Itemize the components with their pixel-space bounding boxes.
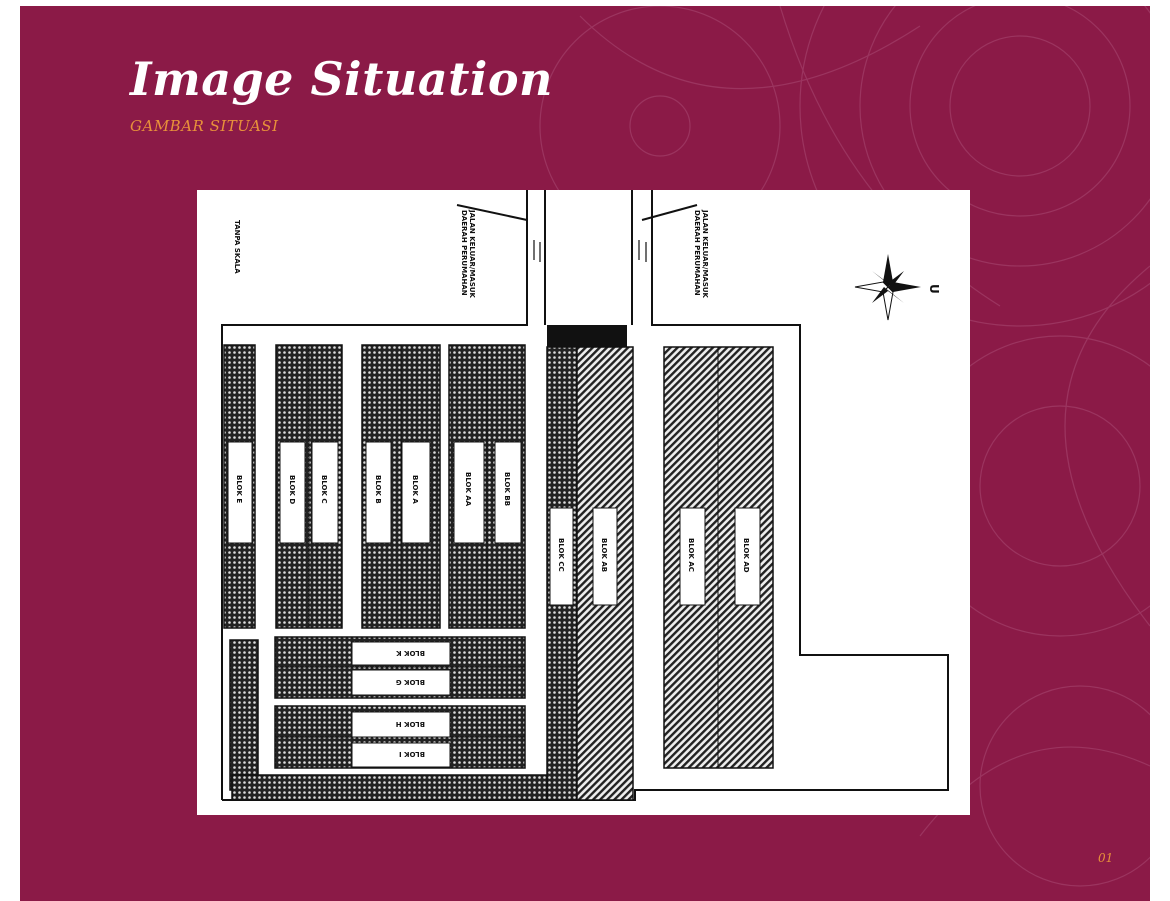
block-b-label: BLOK B: [374, 475, 382, 504]
block-d-label: BLOK D: [288, 475, 296, 504]
road-label-left-1: JALAN KELUAR/MASUK: [468, 209, 476, 299]
block-g-label: BLOK G: [396, 678, 425, 686]
road-label-right-1: JALAN KELUAR/MASUK: [701, 209, 709, 299]
block-c-label: BLOK C: [320, 475, 328, 504]
block-cc-label: BLOK CC: [557, 538, 565, 572]
compass-icon: [854, 254, 921, 321]
road-label-right-2: DAERAH PERUMAHAN: [693, 210, 701, 296]
page-title: Image Situation: [130, 52, 553, 106]
block-ab-label: BLOK AB: [600, 538, 608, 572]
site-plan-image: TANPA SKALA JALAN KELUAR/MASUK DAERAH PE…: [197, 190, 970, 815]
block-e-label: BLOK E: [235, 475, 243, 503]
block-h-label: BLOK H: [396, 720, 425, 728]
block-ac-label: BLOK AC: [687, 538, 695, 572]
block-a-label: BLOK A: [411, 475, 419, 504]
slide: Image Situation GAMBAR SITUASI: [20, 6, 1150, 901]
scale-note: TANPA SKALA: [233, 220, 241, 274]
block-aa-label: BLOK AA: [464, 472, 472, 507]
road-label-left-2: DAERAH PERUMAHAN: [460, 210, 468, 296]
block-k-label: BLOK K: [396, 649, 425, 657]
block-ad-label: BLOK AD: [742, 538, 750, 573]
north-label: U: [927, 284, 941, 294]
page-subtitle: GAMBAR SITUASI: [130, 117, 279, 135]
block-i-label: BLOK I: [399, 750, 425, 758]
page-number: 01: [1098, 851, 1114, 865]
block-bb-label: BLOK BB: [503, 472, 511, 506]
